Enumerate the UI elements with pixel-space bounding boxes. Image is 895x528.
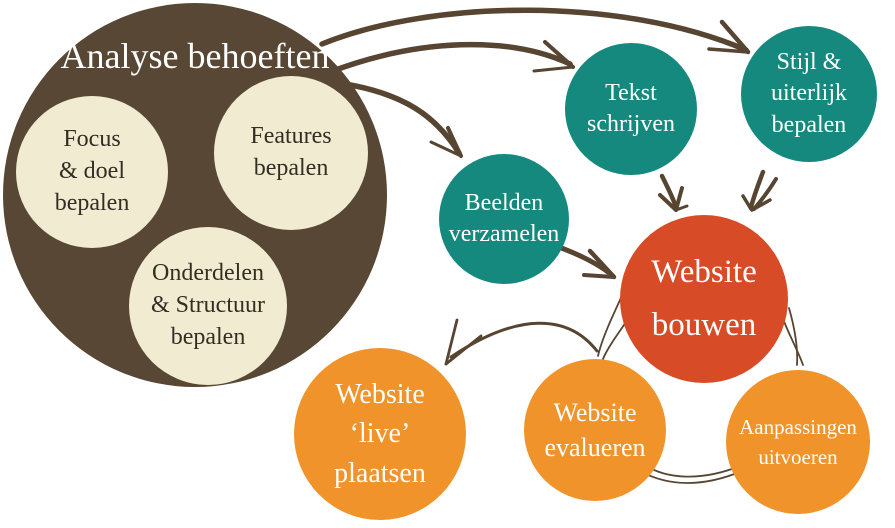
node-features-bepalen: Features bepalen [214, 76, 368, 230]
node-tekst-schrijven: Tekst schrijven [565, 43, 697, 175]
loop-bouwen-aanpassingen [782, 307, 804, 366]
focus-label: Focus & doel bepalen [54, 126, 130, 216]
node-website-bouwen: Website bouwen [620, 215, 788, 383]
analyse-title: Analyse behoeften [60, 36, 330, 76]
node-onderdelen-structuur-bepalen: Onderdelen & Structuur bepalen [129, 227, 287, 385]
beelden-label: Beelden verzamelen [448, 189, 560, 247]
tekst-label: Tekst schrijven [587, 79, 675, 137]
arrow-evalueren-to-live [444, 318, 599, 366]
node-website-live-plaatsen: Website ‘live’ plaatsen [294, 348, 466, 520]
node-analyse-behoeften: Analyse behoeften Focus & doel bepalen F… [3, 3, 387, 387]
evalueren-label: Website evalueren [544, 397, 646, 462]
bouwen-label: Website bouwen [651, 254, 757, 343]
arrow-analyse-to-beelden [342, 81, 463, 158]
arrow-beelden-to-bouwen [553, 243, 617, 280]
live-label: Website ‘live’ plaatsen [334, 379, 426, 489]
arrow-analyse-to-stijl [319, 7, 751, 55]
node-beelden-verzamelen: Beelden verzamelen [439, 154, 569, 284]
stijl-label: Stijl & uiterlijk bepalen [771, 49, 847, 138]
node-aanpassingen-uitvoeren: Aanpassingen uitvoeren [726, 370, 870, 514]
onderdelen-label: Onderdelen & Structuur bepalen [151, 260, 265, 350]
arrow-stijl-to-bouwen [741, 169, 778, 212]
node-focus-doel-bepalen: Focus & doel bepalen [16, 96, 168, 248]
features-label: Features bepalen [250, 123, 332, 181]
node-website-evalueren: Website evalueren [524, 359, 666, 501]
arrow-tekst-to-bouwen [658, 173, 689, 212]
aanpassingen-label: Aanpassingen uitvoeren [739, 414, 857, 469]
node-stijl-uiterlijk-bepalen: Stijl & uiterlijk bepalen [741, 26, 877, 162]
arrow-analyse-to-tekst [327, 40, 575, 75]
arrow-strokes [319, 7, 804, 484]
